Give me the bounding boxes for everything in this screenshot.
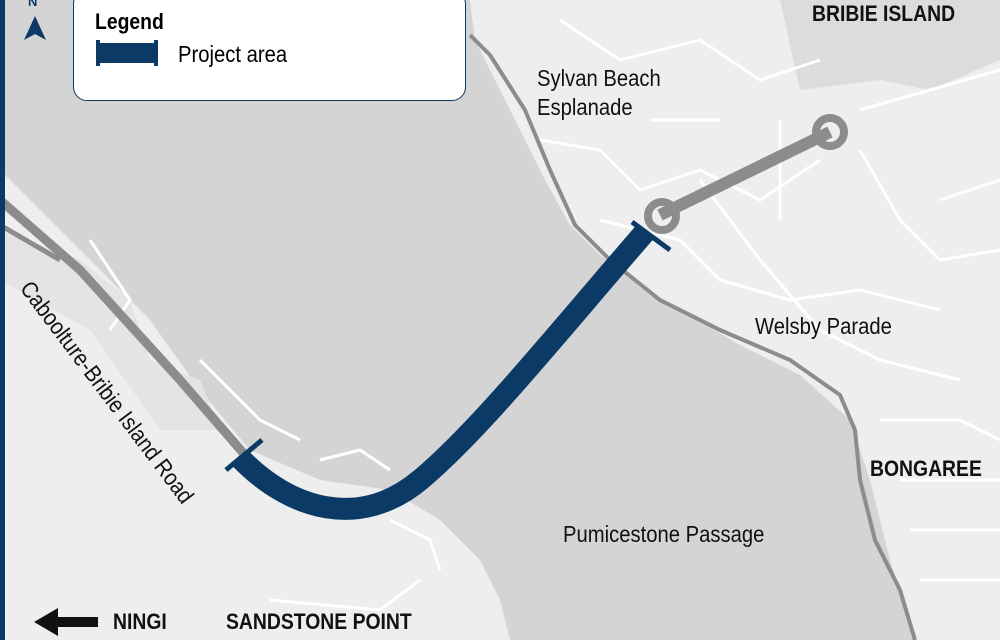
label-sylvan-beach-1: Sylvan Beach [537, 65, 661, 91]
north-arrow: N [22, 0, 48, 46]
label-bongaree: BONGAREE [870, 456, 982, 481]
legend-box: Legend Project area [73, 0, 466, 101]
label-welsby-parade: Welsby Parade [755, 313, 892, 339]
label-bribie-island: BRIBIE ISLAND [812, 1, 956, 26]
label-sandstone-point: SANDSTONE POINT [226, 609, 412, 634]
bridge-connector-road [657, 126, 833, 221]
caboolture-bribie-island-road [0, 196, 249, 458]
project-end-tick-west [224, 438, 264, 472]
north-arrow-icon [24, 16, 46, 40]
label-pumicestone-passage: Pumicestone Passage [563, 521, 765, 547]
legend-title: Legend [95, 9, 164, 34]
bribie-island-land [470, 0, 1000, 640]
roundabout-west [644, 198, 680, 234]
welsby-parade-road [468, 33, 917, 640]
roundabout-east [812, 114, 848, 150]
map-frame-border [0, 0, 5, 640]
project-area-swatch [96, 40, 158, 66]
island-streets [539, 18, 1000, 582]
island-inland-area [780, 0, 1000, 90]
label-sylvan-beach-2: Esplanade [537, 94, 633, 120]
project-end-tick-east [630, 219, 672, 253]
arrow-left-icon [34, 608, 98, 636]
label-ningi: NINGI [113, 609, 167, 634]
legend-item-label: Project area [178, 41, 288, 67]
caboolture-road-secondary [0, 222, 62, 263]
project-area-bridge [232, 224, 654, 520]
north-label: N [28, 0, 38, 9]
mainland-land [0, 170, 510, 640]
mainland-streets [88, 239, 442, 612]
